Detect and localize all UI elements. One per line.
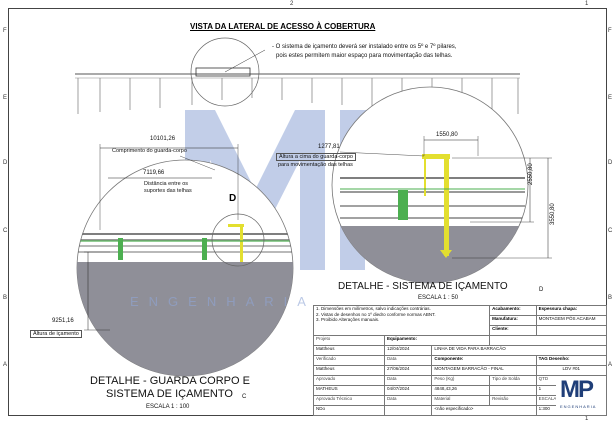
verificado-label: Verificado	[313, 355, 385, 366]
equipamento-label: Equipamento:	[383, 335, 491, 346]
label-support-1: Distância entre os	[144, 181, 189, 187]
callout-letter-d: D	[229, 193, 237, 204]
manufatura-label: Manufatura:	[489, 315, 537, 326]
detail-c-title-1: DETALHE - GUARDA CORPO E	[90, 375, 250, 387]
dim-h1: 2550,80	[528, 163, 534, 185]
note-3: 3. Proibido Alterações manuais.	[316, 317, 380, 323]
zone-right-c: C	[608, 228, 613, 234]
espessura-label: Espessura chapa:	[535, 305, 608, 316]
detail-d-suffix: D	[539, 287, 544, 293]
zone-left-f: F	[3, 28, 7, 34]
zone-bottom-1: 1	[585, 416, 589, 422]
data-label: Data	[383, 355, 433, 366]
note-line-2: pois estes permitem maior espaço para mo…	[276, 53, 453, 59]
peso-label: Peso (Kg)	[431, 375, 491, 386]
label-height: Altura de içamento	[30, 330, 82, 338]
revisao-label: Revisão	[489, 395, 537, 406]
acabamento-label: Acabamento:	[489, 305, 537, 316]
aprovado-label: Aprovado	[313, 375, 385, 386]
zone-right-b: B	[608, 295, 613, 301]
label-top-1: Altura a cima do guarda-corpo	[276, 153, 356, 161]
date-2: 27/06/2024	[383, 365, 433, 376]
note-2: 2. Vistas de desenhos no 1º diedro confo…	[316, 311, 436, 317]
aprovado-tecnico-label: Aprovado Técnico	[313, 395, 385, 406]
approver: MATHEUS	[313, 385, 385, 396]
note-line-1: - O sistema de içamento deverá ser insta…	[272, 44, 457, 50]
tag-value: LDV #01	[535, 365, 608, 376]
projeto-label: Projeto	[313, 335, 385, 346]
label-support-2: suportes das telhas	[144, 188, 192, 194]
dim-h2: 3550,80	[550, 203, 556, 225]
zone-left-b: B	[3, 295, 8, 301]
detail-c-title-2: SISTEMA DE IÇAMENTO	[106, 388, 233, 400]
tipo-label: Tipo de Solda	[489, 375, 537, 386]
data-3-label: Data	[383, 395, 433, 406]
peso-value: 4848,43,26	[431, 385, 491, 396]
tag-label: TAG Desenho:	[535, 355, 608, 366]
detail-d-scale: ESCALA 1 : 50	[418, 295, 459, 301]
zone-right-f: F	[608, 28, 612, 34]
manufatura-value: MONTAGEM PÓS ACABAM	[535, 315, 608, 326]
componente-label: Componente:	[431, 355, 537, 366]
detail-c-drawing	[76, 144, 294, 377]
dim-height: 9251,16	[52, 318, 74, 324]
note-1: 1. Dimensões em milímetros, salvo indica…	[316, 306, 431, 312]
material-label: Material	[431, 395, 491, 406]
date-1: 12/04/2024	[383, 345, 433, 356]
dim-support: 7119,66	[143, 170, 165, 176]
zone-left-d: D	[3, 160, 8, 166]
dim-length: 10101,26	[150, 136, 176, 142]
equipment-value: LINHA DE VIDA PARA BARRACÃO	[431, 345, 607, 356]
designer: Mattheus	[313, 345, 385, 356]
label-length: Comprimento do guarda-corpo	[112, 148, 187, 154]
drawing-frame	[8, 8, 607, 416]
data-2-label: Data	[383, 375, 433, 386]
designer-2: Mattheus	[313, 365, 385, 376]
zone-right-e: E	[608, 95, 613, 101]
detail-d-drawing	[331, 86, 552, 284]
notes-cell: 1. Dimensões em milímetros, salvo indica…	[312, 305, 491, 336]
zone-left-c: C	[3, 228, 8, 234]
material-value: <não especificado>	[431, 405, 537, 416]
watermark-subtext: ENGENHARIA	[130, 294, 316, 309]
zone-top-2: 2	[290, 1, 294, 7]
company-logo: MP ENGENHARIA	[556, 376, 606, 414]
detail-d-title: DETALHE - SISTEMA DE IÇAMENTO	[338, 281, 508, 292]
dim-width: 1550,80	[436, 132, 458, 138]
zone-right-a: A	[608, 362, 613, 368]
title-block: 1. Dimensões em milímetros, salvo indica…	[312, 305, 608, 416]
ndo-label: NDo	[313, 405, 385, 416]
main-title: VISTA DA LATERAL DE ACESSO À COBERTURA	[190, 22, 376, 31]
cliente-label: Cliente:	[489, 325, 537, 336]
detail-c-scale: ESCALA 1 : 100	[146, 404, 190, 410]
logo-subtext: ENGENHARIA	[560, 404, 597, 409]
zone-left-a: A	[3, 362, 8, 368]
label-top-2: para movimentação das telhas	[278, 162, 353, 168]
date-3: 04/07/2024	[383, 385, 433, 396]
elevation-view	[75, 37, 520, 114]
zone-left-e: E	[3, 95, 8, 101]
zone-right-d: D	[608, 160, 613, 166]
component-value: MONTAGEM BARRACÃO - FINAL	[431, 365, 537, 376]
dim-top: 1277,81	[318, 144, 340, 150]
logo-letters: MP	[560, 376, 594, 403]
zone-top-1: 1	[585, 1, 589, 7]
detail-c-suffix: C	[242, 394, 247, 400]
